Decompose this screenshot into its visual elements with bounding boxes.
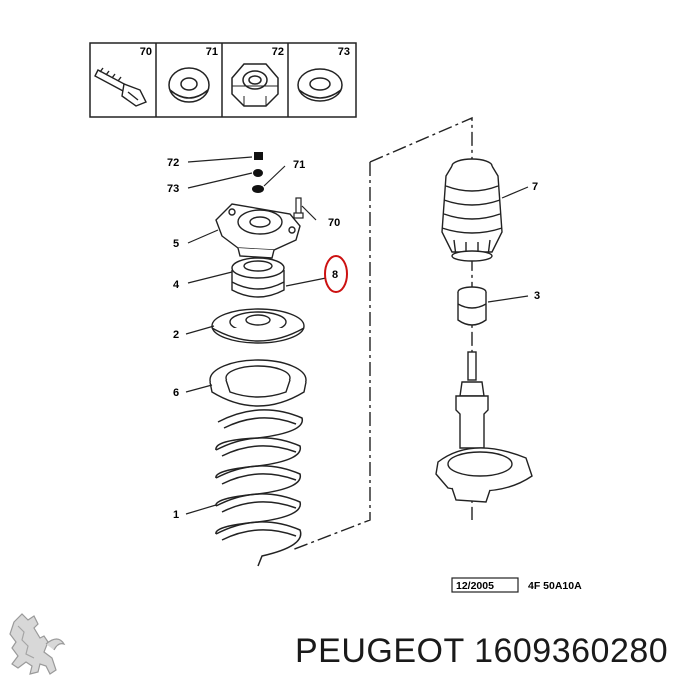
callout-3: 3 [534, 290, 540, 302]
bearing [231, 257, 285, 298]
nut-icon [231, 63, 279, 107]
legend-number-73: 73 [338, 46, 350, 58]
bump-stop [457, 286, 487, 326]
washer-part [253, 169, 263, 177]
callout-5: 5 [173, 238, 179, 250]
highlight-circle [324, 255, 348, 293]
callout-73: 73 [167, 183, 179, 195]
coil-spring [215, 409, 303, 567]
washer-part [252, 185, 264, 193]
legend-strip [89, 42, 357, 118]
upper-spring-seat [211, 308, 305, 344]
reference-code: 4F 50A10A [528, 580, 582, 592]
washer-icon [297, 68, 343, 102]
callout-71: 71 [293, 159, 305, 171]
washer-icon [168, 67, 210, 103]
bolt-icon [94, 67, 147, 107]
nut-part [254, 152, 263, 160]
callout-4: 4 [173, 279, 180, 291]
callout-7: 7 [532, 181, 538, 193]
strut-mount [215, 203, 301, 259]
spring-insulator [209, 359, 307, 407]
lion-logo-icon [9, 613, 66, 675]
callout-1: 1 [173, 509, 179, 521]
callout-8: 8 [332, 269, 338, 281]
legend-number-72: 72 [272, 46, 284, 58]
date-code: 12/2005 [456, 580, 494, 592]
reference-footer: 12/2005 4F 50A10A [451, 577, 582, 593]
dust-boot [441, 158, 503, 262]
legend-frame [89, 42, 357, 118]
callout-72: 72 [167, 157, 179, 169]
part-caption: PEUGEOT 1609360280 [295, 632, 669, 670]
callout-6: 6 [173, 387, 179, 399]
shock-absorber [435, 351, 533, 503]
leader-lines [185, 156, 529, 515]
legend-number-71: 71 [206, 46, 218, 58]
bolt-part [293, 197, 304, 219]
callout-2: 2 [173, 329, 179, 341]
legend-number-70: 70 [140, 46, 152, 58]
callout-70: 70 [328, 217, 340, 229]
